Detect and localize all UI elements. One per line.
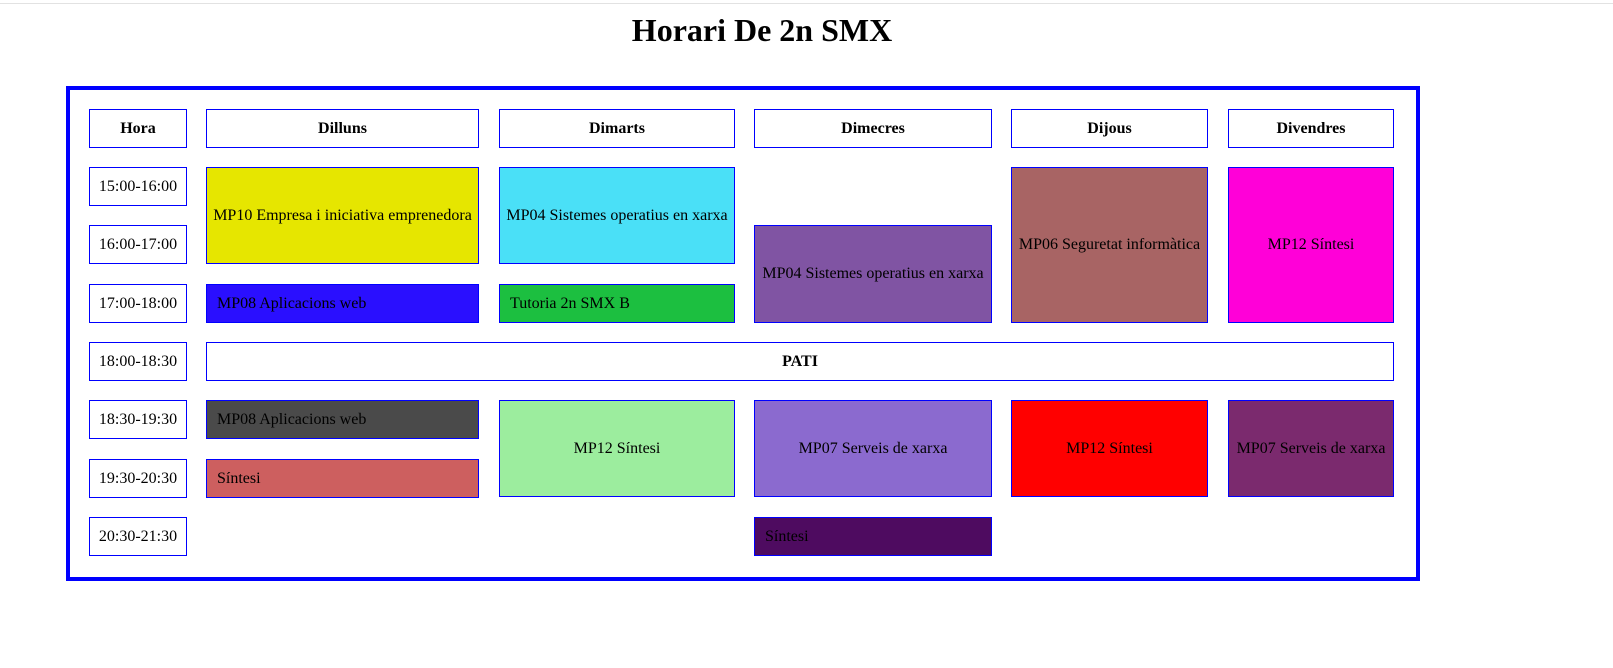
- time-slot-3: 17:00-18:00: [89, 284, 187, 323]
- class-cell-friday-2: MP07 Serveis de xarxa: [1228, 400, 1394, 497]
- header-dijous: Dijous: [1011, 109, 1208, 148]
- class-cell-wednesday-1: MP04 Sistemes operatius en xarxa: [754, 225, 992, 323]
- class-cell-monday-3: MP08 Aplicacions web: [206, 400, 479, 439]
- class-cell-tuesday-1: MP04 Sistemes operatius en xarxa: [499, 167, 735, 264]
- class-cell-friday-1: MP12 Síntesi: [1228, 167, 1394, 323]
- header-dimecres: Dimecres: [754, 109, 992, 148]
- time-slot-7: 20:30-21:30: [89, 517, 187, 556]
- class-cell-tuesday-3: MP12 Síntesi: [499, 400, 735, 497]
- schedule-table: [66, 86, 1420, 581]
- class-cell-wednesday-2: MP07 Serveis de xarxa: [754, 400, 992, 497]
- header-dimarts: Dimarts: [499, 109, 735, 148]
- class-cell-monday-2: MP08 Aplicacions web: [206, 284, 479, 323]
- header-hora: Hora: [89, 109, 187, 148]
- time-slot-2: 16:00-17:00: [89, 225, 187, 264]
- class-cell-monday-4: Síntesi: [206, 459, 479, 498]
- header-divendres: Divendres: [1228, 109, 1394, 148]
- class-cell-thursday-1: MP06 Seguretat informàtica: [1011, 167, 1208, 323]
- class-cell-tuesday-2: Tutoria 2n SMX B: [499, 284, 735, 323]
- class-cell-wednesday-3: Síntesi: [754, 517, 992, 556]
- top-divider: [0, 3, 1613, 4]
- page-title: Horari De 2n SMX: [631, 12, 893, 48]
- time-slot-4: 18:00-18:30: [89, 342, 187, 381]
- time-slot-1: 15:00-16:00: [89, 167, 187, 206]
- header-dilluns: Dilluns: [206, 109, 479, 148]
- class-cell-thursday-2: MP12 Síntesi: [1011, 400, 1208, 497]
- time-slot-6: 19:30-20:30: [89, 459, 187, 498]
- break-row-pati: PATI: [206, 342, 1394, 381]
- time-slot-5: 18:30-19:30: [89, 400, 187, 439]
- class-cell-monday-1: MP10 Empresa i iniciativa emprenedora: [206, 167, 479, 264]
